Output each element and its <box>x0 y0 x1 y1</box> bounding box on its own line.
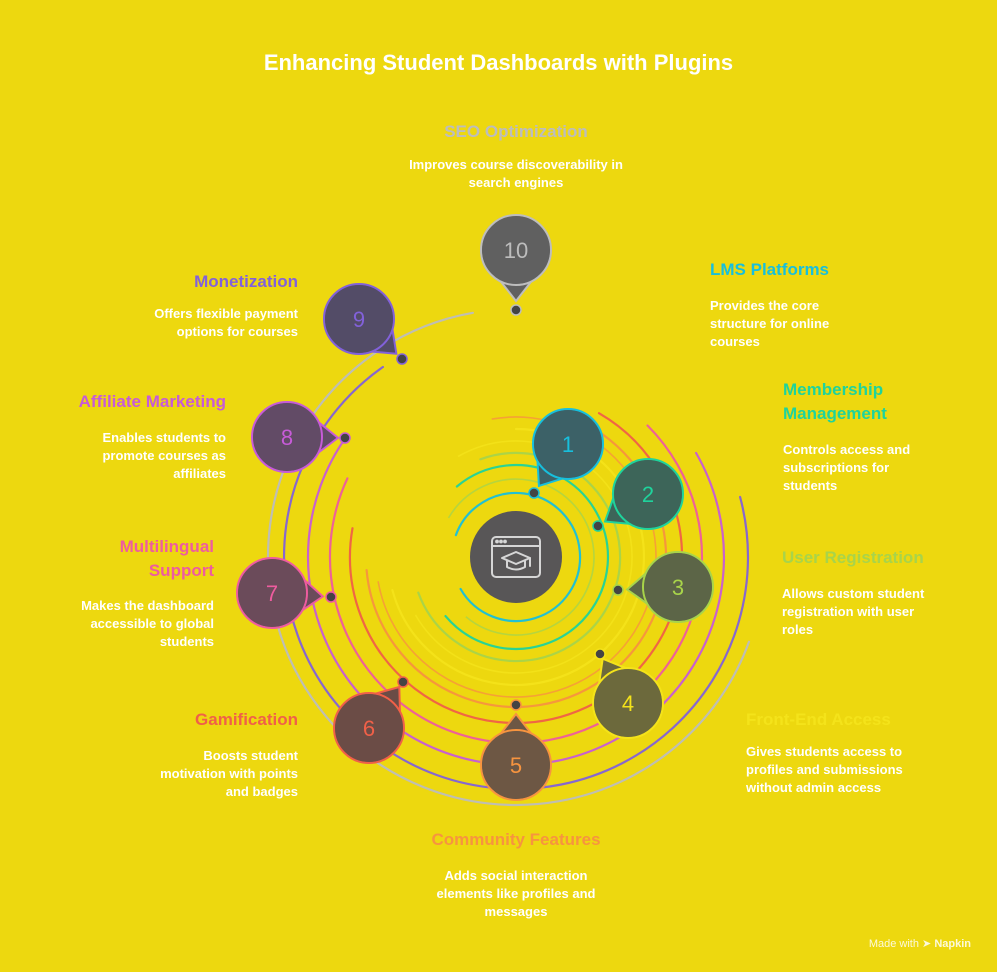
item-3-title: User Registration <box>782 548 924 567</box>
ring-arc-8 <box>306 436 726 767</box>
item-3-description: Allows custom student registration with … <box>782 586 925 637</box>
napkin-logo-icon: ➤ <box>922 938 932 950</box>
item-6-description: Boosts student motivation with points an… <box>160 748 298 799</box>
bubble-fill <box>594 669 662 737</box>
bubble-fill <box>614 460 682 528</box>
connector-dot-8 <box>339 432 351 444</box>
item-9-description: Offers flexible payment options for cour… <box>154 306 298 339</box>
connector-dot-5 <box>510 699 522 711</box>
bubble-number-4: 4 <box>622 691 634 716</box>
bubble-9: 9 <box>323 283 398 355</box>
item-10-description: Improves course discoverability in searc… <box>409 157 623 190</box>
item-8-title: Affiliate Marketing <box>78 392 226 411</box>
number-bubbles: 1 2 3 4 5 6 7 8 9 10 <box>236 214 714 801</box>
item-1-description: Provides the core structure for online c… <box>710 298 830 349</box>
bubble-number-10: 10 <box>504 238 528 263</box>
bubble-2: 2 <box>603 458 684 530</box>
item-8-description: Enables students to promote courses as a… <box>102 430 226 481</box>
center-hub <box>470 511 562 603</box>
bubble-number-2: 2 <box>642 482 654 507</box>
item-9-title: Monetization <box>194 272 298 291</box>
bubble-number-6: 6 <box>363 716 375 741</box>
ring-arc-1 <box>454 491 582 623</box>
item-7-title: Multilingual Support <box>119 537 214 580</box>
bubble-fill <box>482 216 550 284</box>
bubble-number-9: 9 <box>353 307 365 332</box>
connector-dot-9 <box>396 353 408 365</box>
item-6-title: Gamification <box>195 710 298 729</box>
connector-dot-4 <box>594 648 606 660</box>
item-1-title: LMS Platforms <box>710 260 830 279</box>
page-title: Enhancing Student Dashboards with Plugin… <box>263 50 734 75</box>
bubble-3: 3 <box>625 551 714 623</box>
connector-dot-7 <box>325 591 337 603</box>
bubble-number-3: 3 <box>672 575 684 600</box>
item-10-title: SEO Optimization <box>444 122 588 141</box>
bubble-number-1: 1 <box>562 432 574 457</box>
item-4-title: Front-End Access <box>746 710 891 729</box>
bubble-4: 4 <box>592 657 664 739</box>
ring-arc-3 <box>417 451 622 663</box>
item-5-title: Community Features <box>431 830 601 849</box>
bubble-5: 5 <box>480 712 552 801</box>
inner-ring-arc <box>447 478 595 636</box>
bubble-fill <box>482 731 550 799</box>
bubble-fill <box>534 410 602 478</box>
bubble-fill <box>644 553 712 621</box>
graduation-cap-browser-icon <box>491 536 541 578</box>
connector-dot-6 <box>397 676 409 688</box>
bubble-1: 1 <box>532 408 604 488</box>
connector-dot-3 <box>612 584 624 596</box>
connector-dot-1 <box>528 487 540 499</box>
bubble-number-7: 7 <box>266 581 278 606</box>
item-2-title: Membership Management <box>783 380 887 423</box>
item-2-description: Controls access and subscriptions for st… <box>783 442 911 493</box>
bubble-fill <box>335 694 403 762</box>
bubble-6: 6 <box>333 685 405 764</box>
connector-dot-2 <box>592 520 604 532</box>
item-4-description: Gives students access to profiles and su… <box>746 744 903 795</box>
item-7-description: Makes the dashboard accessible to global… <box>81 598 214 649</box>
bubble-7: 7 <box>236 557 325 629</box>
made-with-napkin-footer: Made with ➤ Napkin <box>869 937 971 950</box>
napkin-brand: Napkin <box>934 938 971 950</box>
bubble-number-5: 5 <box>510 753 522 778</box>
bubble-fill <box>238 559 306 627</box>
bubble-number-8: 8 <box>281 425 293 450</box>
bubble-fill <box>253 403 321 471</box>
bubble-8: 8 <box>251 401 340 473</box>
connector-dot-10 <box>510 304 522 316</box>
bubble-fill <box>325 285 393 353</box>
bubble-10: 10 <box>480 214 552 303</box>
item-5-description: Adds social interaction elements like pr… <box>436 868 596 919</box>
made-with-label: Made with <box>868 938 919 950</box>
